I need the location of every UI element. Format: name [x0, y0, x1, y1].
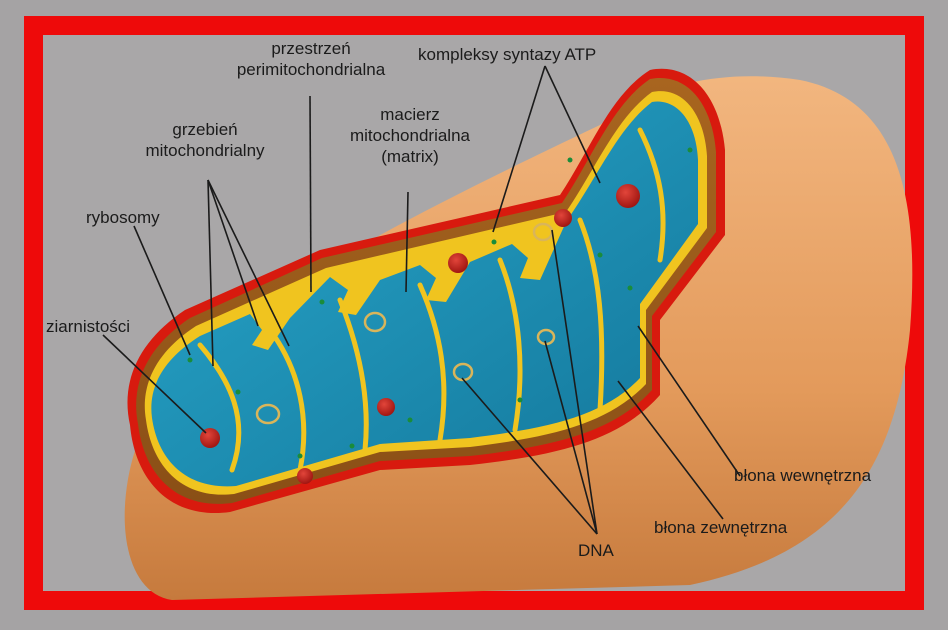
- label-line: mitochondrialny: [120, 140, 290, 161]
- label-line: przestrzeń: [215, 38, 407, 59]
- label-line: (matrix): [320, 146, 500, 167]
- label-matrix: macierz mitochondrialna (matrix): [320, 104, 500, 167]
- label-ribosomes: rybosomy: [86, 207, 160, 228]
- label-perimitochondrial-space: przestrzeń perimitochondrialna: [215, 38, 407, 80]
- label-dna: DNA: [578, 540, 614, 561]
- label-line: ziarnistości: [46, 316, 130, 337]
- label-inner-membrane: błona wewnętrzna: [734, 465, 871, 486]
- label-line: mitochondrialna: [320, 125, 500, 146]
- label-line: błona zewnętrzna: [654, 517, 787, 538]
- label-line: macierz: [320, 104, 500, 125]
- label-granules: ziarnistości: [46, 316, 130, 337]
- label-line: kompleksy syntazy ATP: [418, 44, 596, 65]
- label-line: DNA: [578, 540, 614, 561]
- label-outer-membrane: błona zewnętrzna: [654, 517, 787, 538]
- label-atp-synthase: kompleksy syntazy ATP: [418, 44, 596, 65]
- label-line: grzebień: [120, 119, 290, 140]
- label-line: perimitochondrialna: [215, 59, 407, 80]
- label-line: rybosomy: [86, 207, 160, 228]
- label-cristae: grzebień mitochondrialny: [120, 119, 290, 161]
- label-line: błona wewnętrzna: [734, 465, 871, 486]
